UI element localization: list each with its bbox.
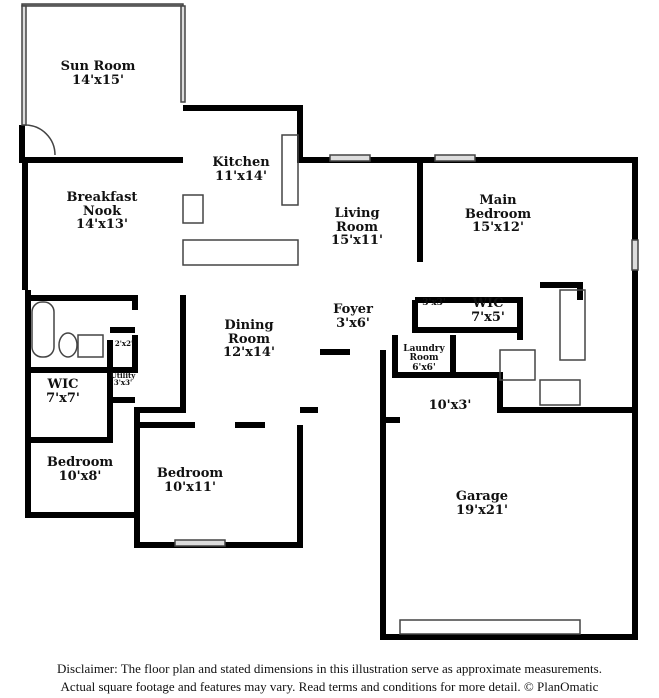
disclaimer-line: Actual square footage and features may v… <box>60 679 599 694</box>
fixtures <box>21 3 639 635</box>
disclaimer-line: Disclaimer: The floor plan and stated di… <box>57 661 602 676</box>
disclaimer: Disclaimer: The floor plan and stated di… <box>0 660 659 696</box>
closet-label: 2'x2' <box>114 339 134 348</box>
closet-label: 10'x3' <box>428 398 472 413</box>
closet-label: 3'x3' <box>422 298 446 308</box>
